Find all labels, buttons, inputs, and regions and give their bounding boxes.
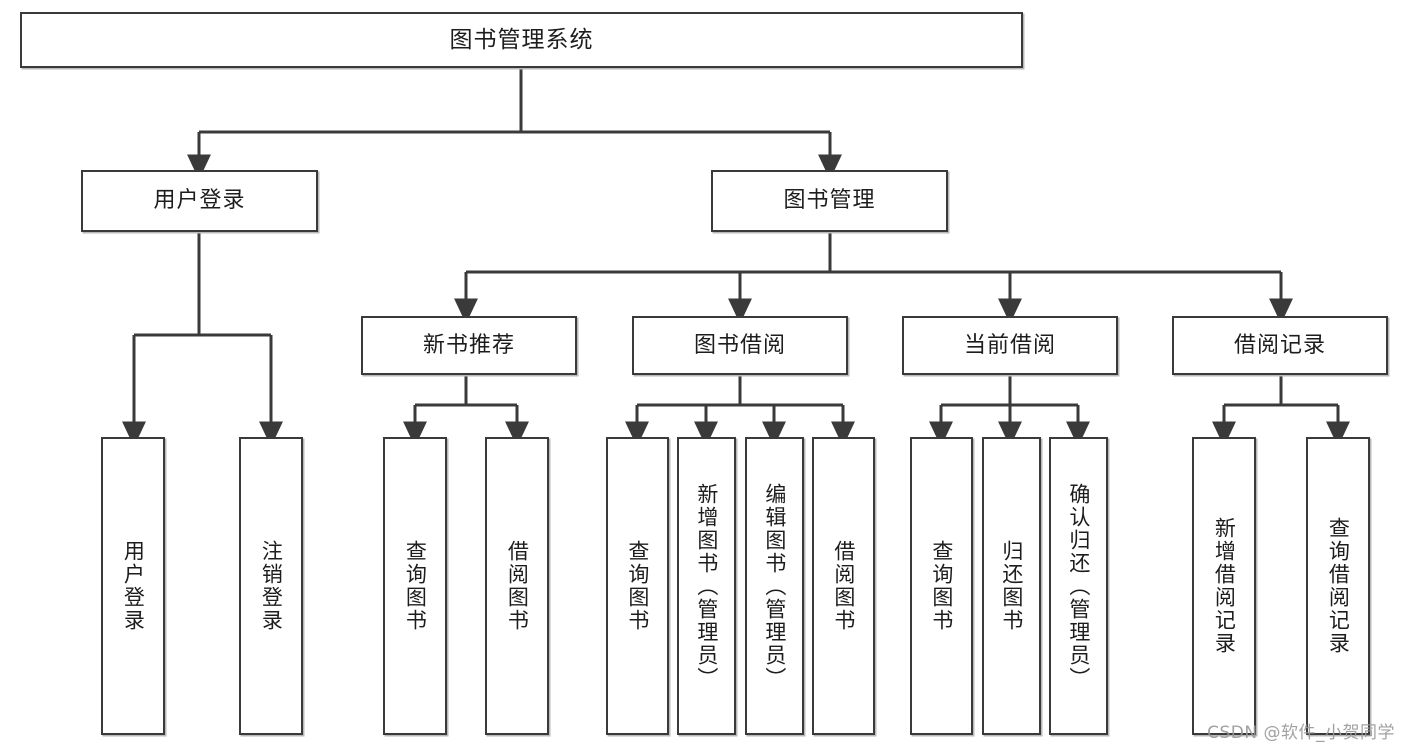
node-label: 编辑图书（管理员） (762, 482, 787, 690)
node-label: 借阅图书 (505, 540, 530, 632)
node-book-borrow[interactable]: 图书借阅 (632, 316, 848, 375)
node-label: 当前借阅 (963, 332, 1056, 358)
node-user-login[interactable]: 用户登录 (81, 170, 318, 232)
node-label: 查询借阅记录 (1326, 517, 1351, 655)
node-root-book-management-system[interactable]: 图书管理系统 (20, 12, 1023, 68)
leaf-confirm-return-admin[interactable]: 确认归还（管理员） (1049, 437, 1108, 735)
leaf-query-book-current[interactable]: 查询图书 (910, 437, 973, 735)
csdn-watermark: CSDN @软件_小贺同学 (1207, 723, 1395, 743)
node-borrow-record[interactable]: 借阅记录 (1172, 316, 1388, 375)
node-label: 新增图书（管理员） (694, 482, 719, 690)
leaf-borrow-book-borrow[interactable]: 借阅图书 (812, 437, 875, 735)
leaf-user-logout[interactable]: 注销登录 (239, 437, 303, 735)
leaf-add-book-admin[interactable]: 新增图书（管理员） (677, 437, 736, 735)
leaf-query-borrow-record[interactable]: 查询借阅记录 (1306, 437, 1370, 735)
leaf-query-book-recommend[interactable]: 查询图书 (383, 437, 447, 735)
leaf-edit-book-admin[interactable]: 编辑图书（管理员） (745, 437, 804, 735)
leaf-borrow-book-recommend[interactable]: 借阅图书 (485, 437, 549, 735)
node-label: 借阅图书 (831, 540, 856, 632)
node-label: 图书管理系统 (449, 26, 594, 53)
node-label: 用户登录 (121, 540, 146, 632)
leaf-return-book[interactable]: 归还图书 (982, 437, 1041, 735)
node-label: 用户登录 (153, 188, 246, 213)
node-label: 确认归还（管理员） (1066, 482, 1091, 690)
node-label: 归还图书 (999, 540, 1024, 632)
node-label: 查询图书 (929, 540, 954, 632)
node-label: 借阅记录 (1233, 332, 1326, 358)
node-new-book-recommend[interactable]: 新书推荐 (361, 316, 577, 375)
leaf-query-book-borrow[interactable]: 查询图书 (606, 437, 669, 735)
node-label: 新增借阅记录 (1212, 517, 1237, 655)
leaf-user-login[interactable]: 用户登录 (101, 437, 165, 735)
node-current-borrow[interactable]: 当前借阅 (902, 316, 1118, 375)
node-label: 查询图书 (625, 540, 650, 632)
leaf-add-borrow-record[interactable]: 新增借阅记录 (1192, 437, 1256, 735)
node-label: 图书管理 (783, 188, 876, 213)
node-label: 注销登录 (259, 540, 284, 632)
node-label: 查询图书 (403, 540, 428, 632)
node-label: 新书推荐 (422, 332, 515, 358)
node-label: 图书借阅 (693, 332, 786, 358)
node-book-management[interactable]: 图书管理 (711, 170, 948, 232)
